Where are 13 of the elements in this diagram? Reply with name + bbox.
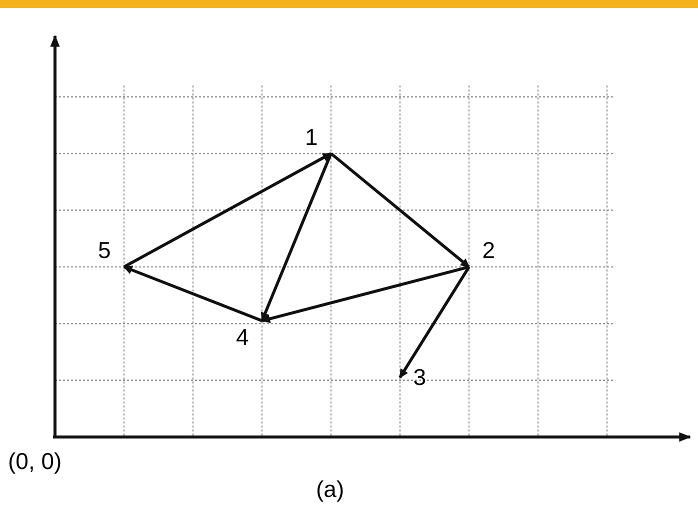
vertex-label: 4	[236, 320, 262, 349]
arrow	[261, 265, 470, 324]
panel-label: (a)	[316, 478, 344, 501]
arrow	[123, 152, 332, 268]
arrow	[123, 266, 263, 322]
arrow	[260, 152, 332, 322]
arrow	[330, 152, 470, 268]
vertex-label: 1	[305, 126, 331, 154]
vertex-label: 5	[98, 238, 124, 267]
arrow	[398, 266, 470, 378]
origin-label: (0, 0)	[8, 450, 62, 473]
vertex-label: 3	[400, 363, 426, 392]
vertex-label: 2	[469, 238, 495, 267]
